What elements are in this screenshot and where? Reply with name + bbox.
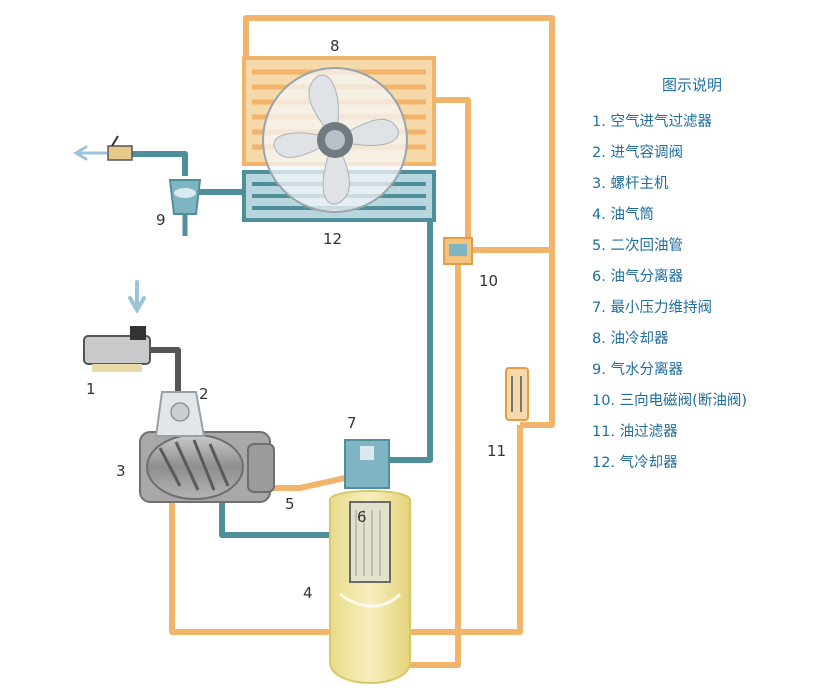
oil-gas-tank (329, 490, 411, 684)
label-4: 4 (303, 584, 313, 602)
gas-water-separator (168, 179, 202, 236)
label-12: 12 (323, 230, 342, 248)
screw-compressor (139, 431, 275, 503)
label-9: 9 (156, 211, 166, 229)
legend-item-1: 1. 空气进气过滤器 (592, 114, 712, 130)
label-1: 1 (86, 380, 96, 398)
label-10: 10 (479, 272, 498, 290)
oil-pipe-top-loop (243, 15, 555, 253)
oil-pipe-cutoff-down (408, 258, 461, 668)
legend-title: 图示说明 (662, 76, 723, 94)
air-pipe-compressor-to-tank (219, 496, 340, 538)
oil-pipe-filter-return (520, 250, 555, 428)
arrow-left-icon (73, 145, 108, 161)
oil-filter (505, 367, 529, 421)
arrow-down-icon (128, 280, 146, 314)
fan-icon (262, 67, 408, 213)
legend-item-3: 3. 螺杆主机 (592, 176, 669, 192)
legend-item-5: 5. 二次回油管 (592, 238, 683, 254)
legend-item-11: 11. 油过滤器 (592, 424, 678, 440)
legend-item-12: 12. 气冷却器 (592, 455, 678, 471)
legend-item-8: 8. 油冷却器 (592, 331, 669, 347)
legend-item-9: 9. 气水分离器 (592, 362, 683, 378)
intake-regulating-valve (154, 391, 206, 437)
air-pipe-outlet (132, 151, 188, 176)
legend-item-10: 10. 三向电磁阀(断油阀) (592, 393, 747, 409)
label-3: 3 (116, 462, 126, 480)
air-pipe-inlet (150, 347, 181, 392)
oil-pipe-cooler-out (432, 97, 471, 250)
air-intake-filter (83, 326, 151, 372)
legend-item-4: 4. 油气筒 (592, 207, 654, 223)
label-8: 8 (330, 37, 340, 55)
label-7: 7 (347, 414, 357, 432)
minimum-pressure-valve (344, 439, 390, 489)
legend-list: 1. 空气进气过滤器 2. 进气容调阀 3. 螺杆主机 4. 油气筒 5. 二次… (592, 107, 822, 479)
label-11: 11 (487, 442, 506, 460)
legend-item-6: 6. 油气分离器 (592, 269, 683, 285)
legend-item-7: 7. 最小压力维持阀 (592, 300, 712, 316)
label-6: 6 (357, 508, 367, 526)
outlet-valve (107, 135, 133, 161)
legend: 图示说明 1. 空气进气过滤器 2. 进气容调阀 3. 螺杆主机 4. 油气筒 … (592, 74, 822, 479)
legend-item-2: 2. 进气容调阀 (592, 145, 683, 161)
label-2: 2 (199, 385, 209, 403)
three-way-solenoid-valve (443, 237, 473, 265)
label-5: 5 (285, 495, 295, 513)
air-pipe-separator-to-cooler (372, 190, 433, 463)
air-pipes (132, 151, 433, 538)
